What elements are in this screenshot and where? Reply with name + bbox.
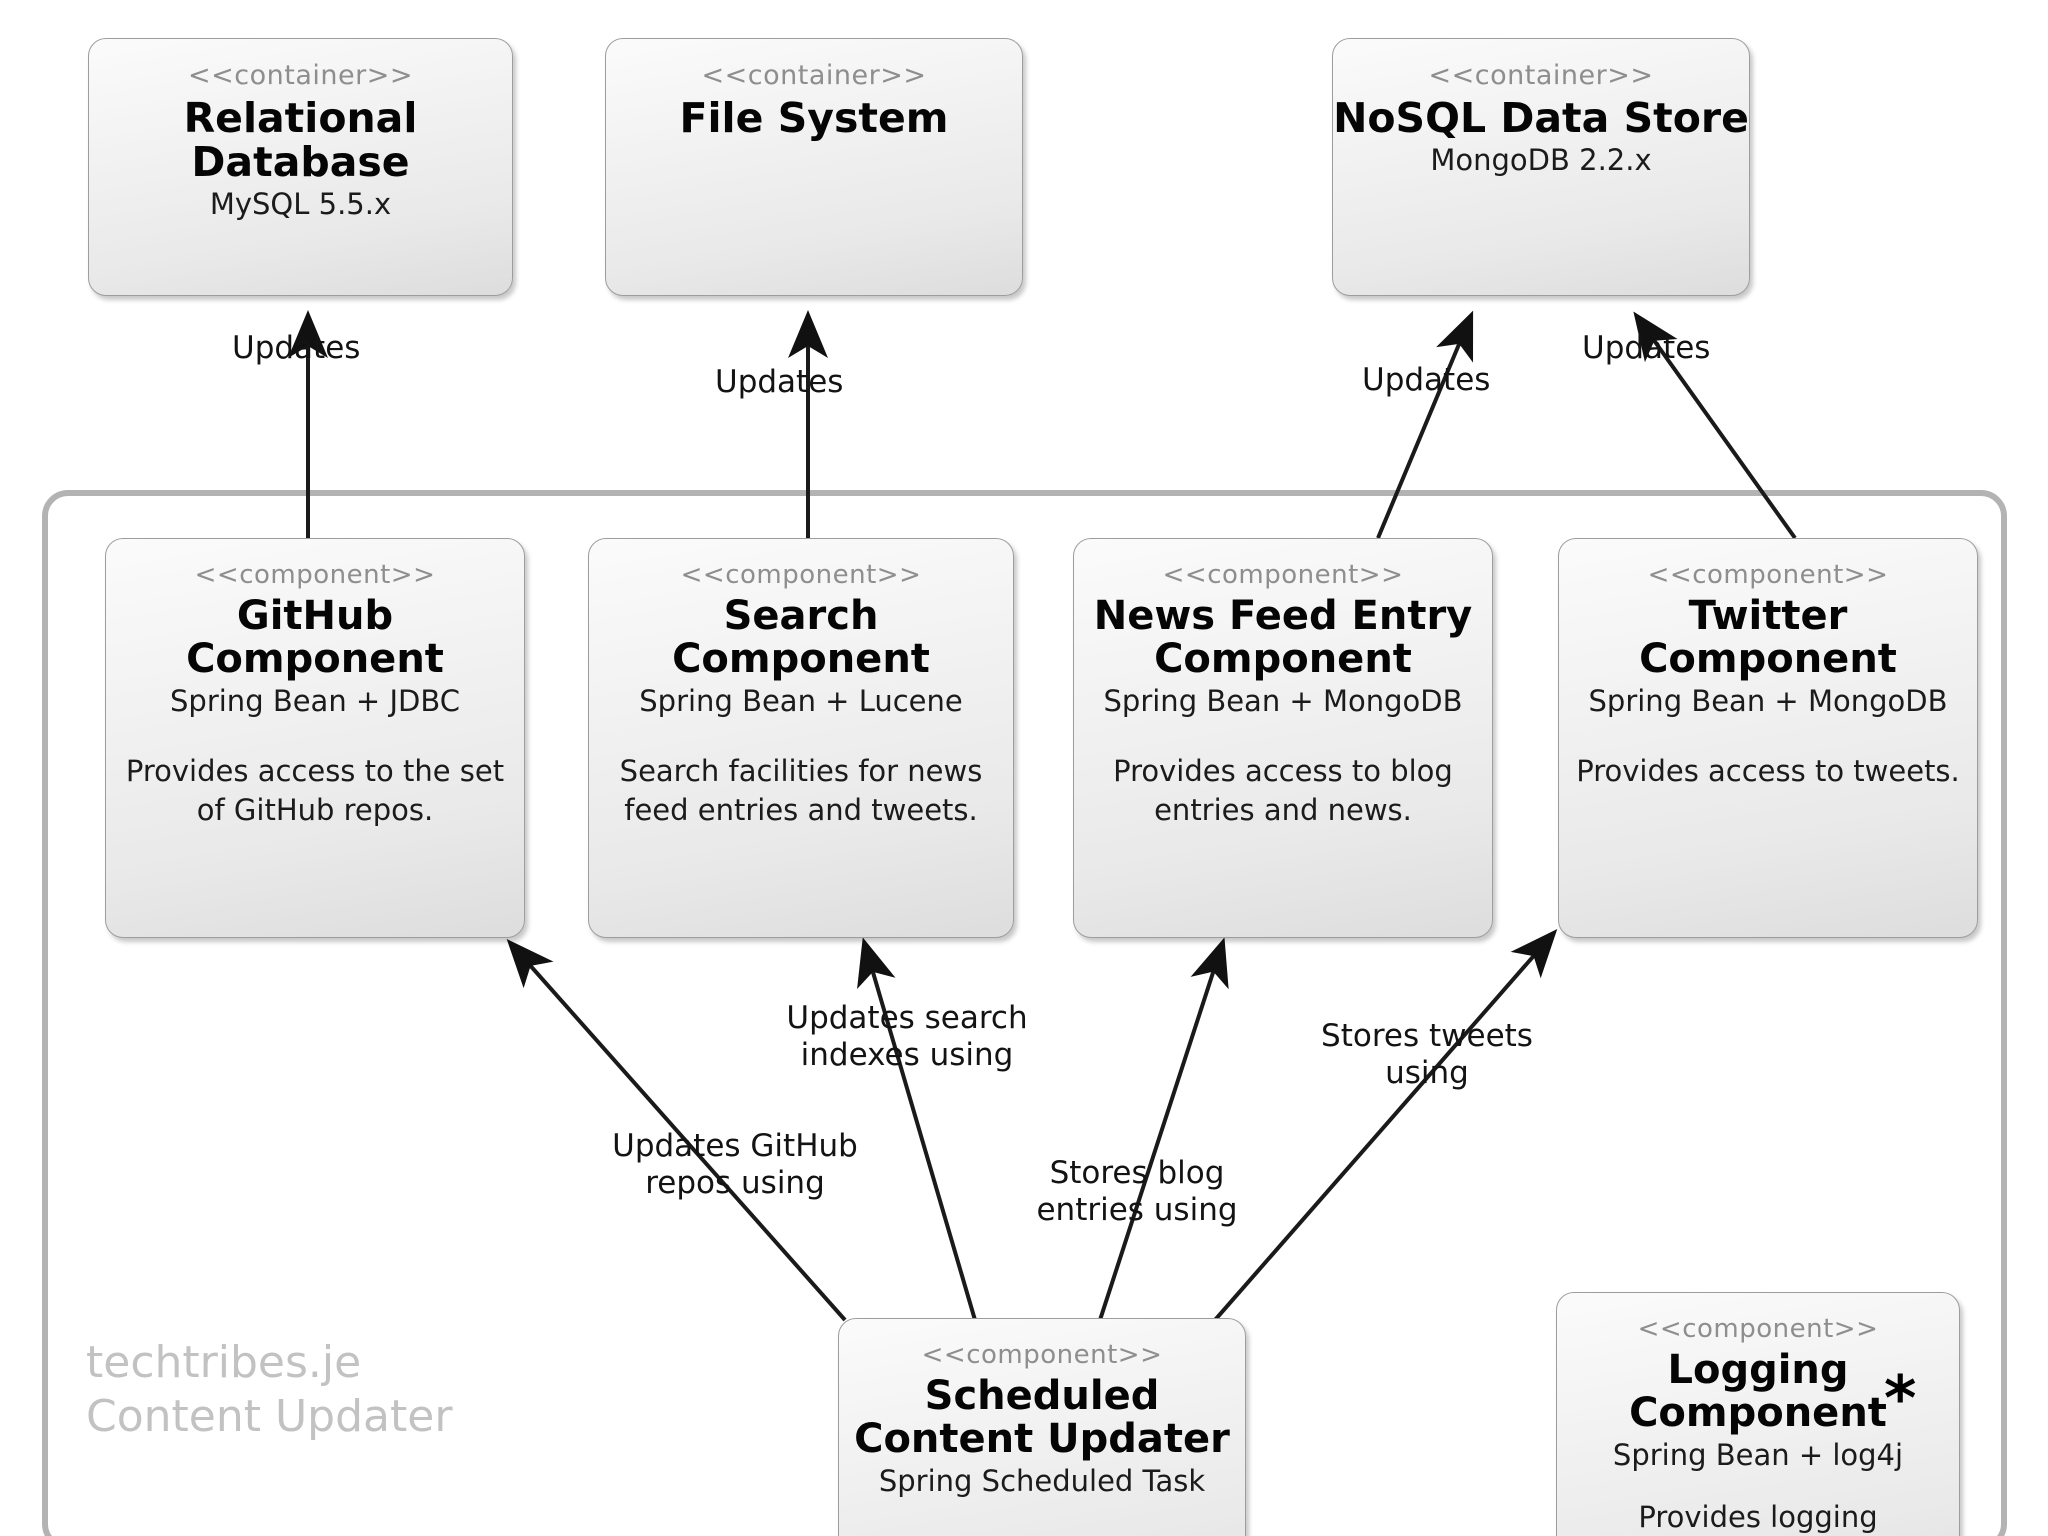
component-github[interactable]: <<component>> GitHub Component Spring Be…: [105, 538, 525, 938]
component-technology: Spring Bean + MongoDB: [1103, 683, 1463, 718]
edge-label-twitter-to-nosql: Updates: [1582, 330, 1711, 366]
container-technology: MySQL 5.5.x: [209, 187, 392, 222]
system-boundary-label: techtribes.je Content Updater: [86, 1337, 453, 1442]
container-relational-database[interactable]: <<container>> Relational Database MySQL …: [88, 38, 513, 296]
stereotype-label: <<container>>: [1428, 60, 1654, 91]
edge-label-updater-to-twitter: Stores tweets using: [1321, 1018, 1533, 1092]
component-name: Scheduled Content Updater: [854, 1372, 1230, 1462]
component-logging[interactable]: <<component>> Logging Component Spring B…: [1556, 1292, 1960, 1536]
component-description: Search facilities for news feed entries …: [619, 754, 983, 827]
stereotype-label: <<component>>: [194, 560, 436, 590]
component-scheduled-content-updater[interactable]: <<component>> Scheduled Content Updater …: [838, 1318, 1246, 1536]
container-name: Relational Database: [183, 93, 418, 186]
stereotype-label: <<container>>: [701, 60, 927, 91]
component-twitter[interactable]: <<component>> Twitter Component Spring B…: [1558, 538, 1978, 938]
component-name: Logging Component: [1629, 1346, 1887, 1436]
component-technology: Spring Bean + MongoDB: [1588, 683, 1948, 718]
component-technology: Spring Bean + Lucene: [639, 683, 963, 718]
container-name: File System: [679, 93, 949, 142]
component-description: Provides access to the set of GitHub rep…: [125, 754, 505, 827]
component-description: Provides access to tweets.: [1576, 754, 1960, 789]
component-technology: Spring Bean + log4j: [1612, 1437, 1904, 1472]
edge-label-newsfeed-to-nosql: Updates: [1362, 362, 1491, 398]
container-technology: MongoDB 2.2.x: [1430, 142, 1652, 177]
component-name: Search Component: [672, 592, 930, 682]
container-nosql-data-store[interactable]: <<container>> NoSQL Data Store MongoDB 2…: [1332, 38, 1750, 296]
component-description: Provides logging: [1638, 1500, 1878, 1535]
edge-label-updater-to-search: Updates search indexes using: [786, 1000, 1028, 1074]
component-description: Provides access to blog entries and news…: [1113, 754, 1453, 827]
edge-label-updater-to-newsfeed: Stores blog entries using: [1036, 1155, 1238, 1229]
container-file-system[interactable]: <<container>> File System: [605, 38, 1023, 296]
asterisk-icon: *: [1884, 1362, 1917, 1435]
stereotype-label: <<component>>: [921, 1340, 1163, 1370]
stereotype-label: <<component>>: [1647, 560, 1889, 590]
edge-label-search-to-file-system: Updates: [715, 364, 844, 400]
component-news-feed-entry[interactable]: <<component>> News Feed Entry Component …: [1073, 538, 1493, 938]
stereotype-label: <<component>>: [680, 560, 922, 590]
stereotype-label: <<component>>: [1637, 1314, 1879, 1344]
component-name: GitHub Component: [186, 592, 444, 682]
component-name: Twitter Component: [1639, 592, 1897, 682]
stereotype-label: <<container>>: [188, 60, 413, 91]
component-technology: Spring Scheduled Task: [878, 1463, 1206, 1498]
component-search[interactable]: <<component>> Search Component Spring Be…: [588, 538, 1014, 938]
edge-label-updater-to-github: Updates GitHub repos using: [612, 1128, 858, 1202]
component-technology: Spring Bean + JDBC: [170, 683, 460, 718]
stereotype-label: <<component>>: [1162, 560, 1404, 590]
container-name: NoSQL Data Store: [1333, 93, 1749, 142]
component-name: News Feed Entry Component: [1093, 592, 1473, 682]
edge-label-github-to-relational-database: Updates: [232, 330, 361, 366]
